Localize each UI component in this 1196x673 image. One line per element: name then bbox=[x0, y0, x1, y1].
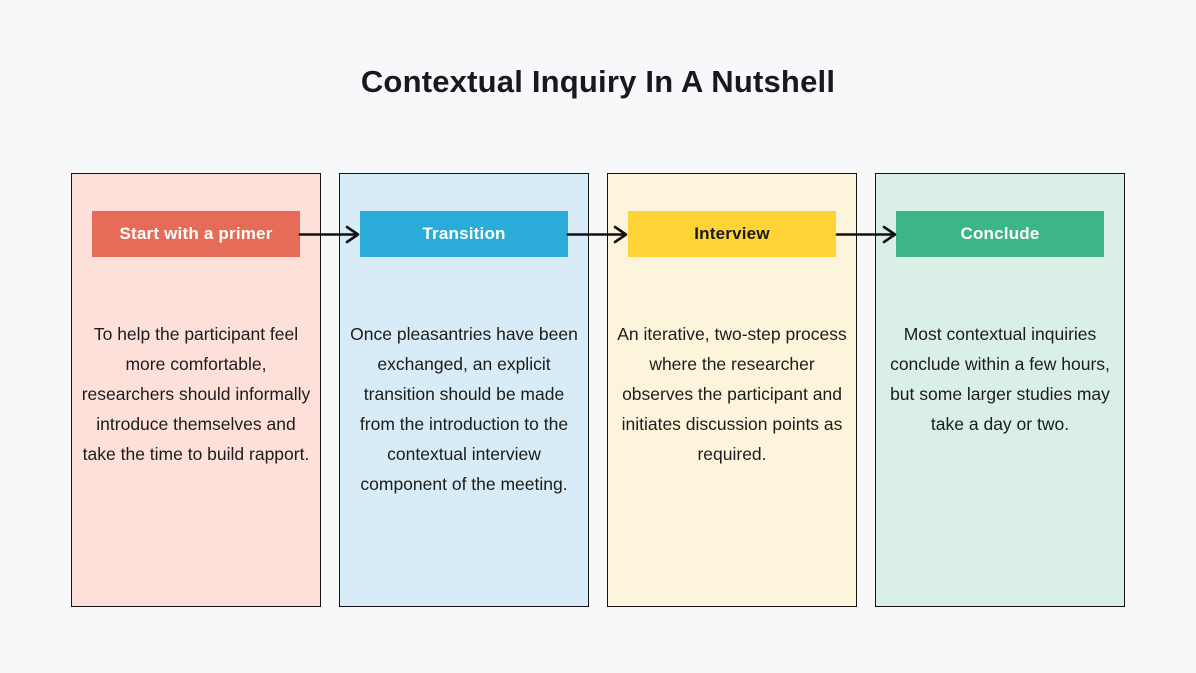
card-conclude: Conclude Most contextual inquiries concl… bbox=[875, 173, 1125, 607]
step-description: To help the participant feel more comfor… bbox=[81, 324, 311, 464]
process-steps: Start with a primer To help the particip… bbox=[71, 173, 1125, 607]
step-label-transition: Transition bbox=[360, 211, 568, 257]
page-title: Contextual Inquiry In A Nutshell bbox=[360, 64, 836, 99]
step-description: An iterative, two-step process where the… bbox=[617, 324, 847, 464]
step-description: Once pleasantries have been exchanged, a… bbox=[350, 324, 578, 494]
card-transition: Transition Once pleasantries have been e… bbox=[339, 173, 589, 607]
step-label-interview: Interview bbox=[628, 211, 836, 257]
step-label-conclude: Conclude bbox=[896, 211, 1104, 257]
step-label-start-with-a-primer: Start with a primer bbox=[92, 211, 300, 257]
step-description: Most contextual inquiries conclude withi… bbox=[890, 324, 1110, 434]
card-start-with-a-primer: Start with a primer To help the particip… bbox=[71, 173, 321, 607]
card-interview: Interview An iterative, two-step process… bbox=[607, 173, 857, 607]
